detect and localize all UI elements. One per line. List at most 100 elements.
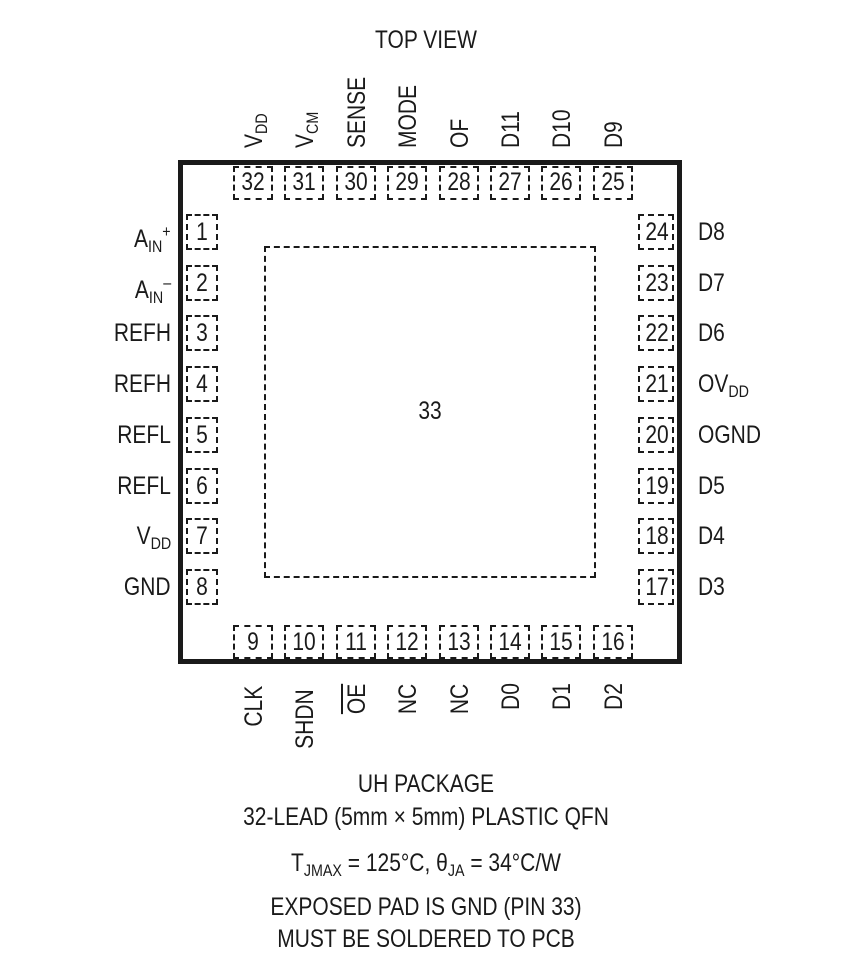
- pin-pad-right: [638, 214, 674, 250]
- pin-name-text: OV: [698, 370, 729, 399]
- pin-number-bottom: 15: [549, 628, 574, 656]
- pin-name-superscript: +: [162, 222, 171, 241]
- pin-pad-right: [638, 315, 674, 352]
- pin-label-top: VDD: [240, 113, 275, 148]
- pin-number-left: 6: [196, 471, 208, 500]
- pin-number-left: 8: [196, 572, 208, 601]
- pin-pad-right: [638, 366, 674, 403]
- pin-number-right: 22: [645, 319, 669, 348]
- pin-label-top: MODE: [394, 85, 423, 148]
- pin-number-right: 21: [645, 370, 669, 399]
- pin-number-bottom: 13: [446, 628, 471, 656]
- pin-name-subscript: DD: [150, 534, 171, 554]
- pin-name-text: D8: [698, 218, 725, 246]
- pin-pad-top: [541, 166, 582, 200]
- pin-name-text: V: [291, 133, 320, 148]
- pin-number-bottom: 9: [247, 628, 259, 656]
- pin-name-text: D10: [548, 109, 577, 148]
- pin-pad-bottom: [387, 625, 428, 659]
- thermal-spec: TJMAX = 125°C, θJA = 34°C/W: [68, 849, 784, 885]
- pin-number-right: 23: [645, 268, 669, 297]
- pin-name-subscript: IN: [148, 287, 164, 307]
- pin-label-right: OGND: [698, 421, 761, 449]
- pin-pad-bottom: [284, 625, 325, 659]
- pin-number-right: 18: [645, 522, 669, 551]
- pin-name-text: D2: [599, 683, 628, 710]
- pin-number-left: 7: [196, 522, 208, 551]
- pin-label-right: D8: [698, 218, 725, 246]
- pin-label-left: REFH: [114, 370, 171, 398]
- pin-label-left: GND: [124, 573, 171, 601]
- pin-name-text: MODE: [394, 85, 423, 148]
- pin-number-right: 20: [645, 420, 669, 449]
- pin-number-bottom: 11: [344, 628, 367, 656]
- pin-name-text: OF: [445, 118, 474, 148]
- pin-label-bottom: NC: [445, 683, 474, 715]
- pin-number-left: 2: [196, 268, 208, 297]
- pin-number-bottom: 12: [395, 628, 419, 656]
- pin-pad-bottom: [233, 625, 273, 659]
- pin-pad-top: [284, 166, 325, 200]
- pin-pad-top: [387, 166, 428, 200]
- tj-value: = 125°C,: [341, 849, 437, 877]
- pin-label-right: D6: [698, 319, 725, 347]
- pin-number-top: 25: [601, 168, 625, 196]
- pin-pad-bottom: [592, 625, 633, 659]
- pin-number-right: 19: [645, 471, 669, 500]
- pin-label-right: D3: [698, 573, 725, 601]
- exposed-pad-number: 33: [418, 397, 442, 425]
- chip-package-outline: [178, 160, 682, 664]
- solder-note: MUST BE SOLDERED TO PCB: [277, 925, 575, 953]
- pin-name-text: D1: [548, 683, 577, 710]
- pin-number-right: 24: [645, 218, 669, 246]
- pin-number-bottom: 16: [601, 628, 625, 656]
- pin-pad-bottom: [490, 625, 530, 659]
- pin-pad-bottom: [541, 625, 582, 659]
- pin-number-top: 27: [498, 168, 522, 196]
- pin-pad-top: [233, 166, 273, 200]
- pin-number-top: 28: [446, 168, 471, 196]
- pin-label-bottom: D2: [599, 683, 628, 710]
- pin-number-top: 26: [549, 168, 574, 196]
- pin-name-text: D6: [698, 319, 725, 348]
- pin-pad-bottom: [438, 625, 479, 659]
- pin-name-text: V: [136, 522, 151, 551]
- pin-label-left: REFL: [117, 421, 171, 449]
- pin-pad-left: [186, 315, 218, 352]
- pin-name-text: NC: [445, 683, 474, 715]
- pin-label-bottom: SHDN: [291, 689, 319, 749]
- pin-label-bottom: CLK: [240, 685, 268, 727]
- pin-number-right: 17: [645, 572, 669, 601]
- pin-name-text: D9: [599, 121, 628, 148]
- pin-label-top: VCM: [291, 112, 326, 148]
- pin-label-left: REFL: [117, 472, 171, 500]
- package-name: UH PACKAGE: [357, 770, 495, 798]
- pin-name-text: A: [134, 275, 149, 304]
- pin-pad-left: [186, 214, 218, 250]
- pin-name-text: CLK: [240, 685, 268, 727]
- pin-name-subscript: IN: [148, 237, 163, 256]
- pin-number-bottom: 10: [292, 628, 317, 656]
- pin-name-text: REFH: [113, 319, 171, 348]
- pin-label-top: D9: [599, 121, 628, 148]
- tj-subscript: JMAX: [303, 861, 342, 880]
- pin-label-bottom: D1: [548, 683, 577, 710]
- pin-name-superscript: –: [163, 272, 171, 292]
- pin-pad-left: [186, 264, 218, 301]
- pin-name-text: NC: [394, 683, 423, 715]
- pin-label-top: OF: [445, 118, 474, 148]
- pin-name-text: REFL: [117, 420, 171, 449]
- pin-label-right: D5: [698, 472, 725, 500]
- pin-pad-left: [186, 416, 218, 453]
- pin-number-top: 30: [344, 168, 368, 196]
- pin-pad-top: [592, 166, 633, 200]
- pin-name-text: GND: [124, 572, 171, 601]
- pin-pad-left: [186, 467, 218, 504]
- pin-label-top: SENSE: [343, 77, 371, 148]
- theta-symbol: θ: [436, 849, 448, 877]
- pin-number-top: 29: [395, 168, 419, 196]
- diagram-title: TOP VIEW: [375, 26, 477, 54]
- pin-label-right: D7: [698, 269, 725, 297]
- exposed-pad: [264, 246, 596, 578]
- pin-label-right: D4: [698, 522, 725, 550]
